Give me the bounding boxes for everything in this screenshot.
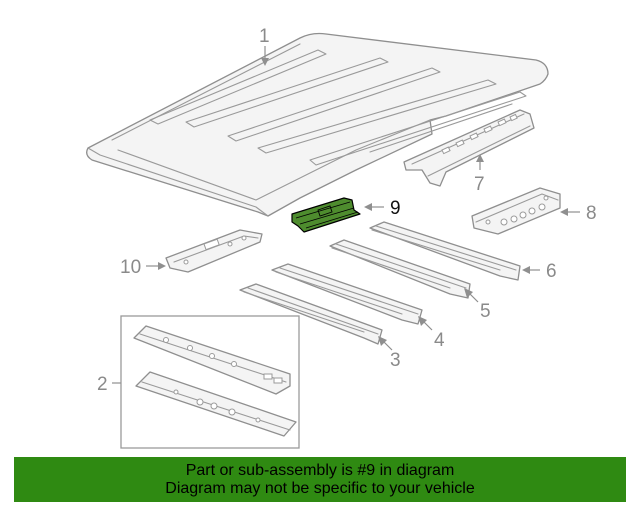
roof-bow-part-6: [369, 221, 521, 281]
callout-6: 6: [546, 261, 557, 282]
callout-3: 3: [390, 350, 401, 371]
callout-5: 5: [480, 301, 491, 322]
roof-panel-part-1: [86, 32, 549, 217]
callout-2: 2: [97, 374, 108, 395]
callout-9: 9: [390, 198, 401, 219]
header-panel-inset-part-2: [120, 315, 300, 449]
highlighted-part-9: [291, 197, 361, 233]
callout-8: 8: [586, 203, 597, 224]
callout-7: 7: [474, 174, 485, 195]
banner-line-part-number: Part or sub-assembly is #9 in diagram: [185, 462, 455, 479]
callout-labels: 1 7 8 9 10 6 5 4 3 2: [97, 26, 597, 395]
callout-10: 10: [120, 257, 141, 278]
reinforcement-bracket-part-8: [471, 187, 561, 235]
rear-roof-bow-part-7: [403, 109, 535, 187]
leader-lines: [112, 46, 580, 384]
callout-4: 4: [434, 330, 445, 351]
callout-1: 1: [259, 26, 270, 47]
part-info-banner: Part or sub-assembly is #9 in diagram Di…: [14, 457, 626, 502]
bracket-part-10: [165, 229, 263, 273]
banner-line-disclaimer: Diagram may not be specific to your vehi…: [165, 480, 475, 497]
